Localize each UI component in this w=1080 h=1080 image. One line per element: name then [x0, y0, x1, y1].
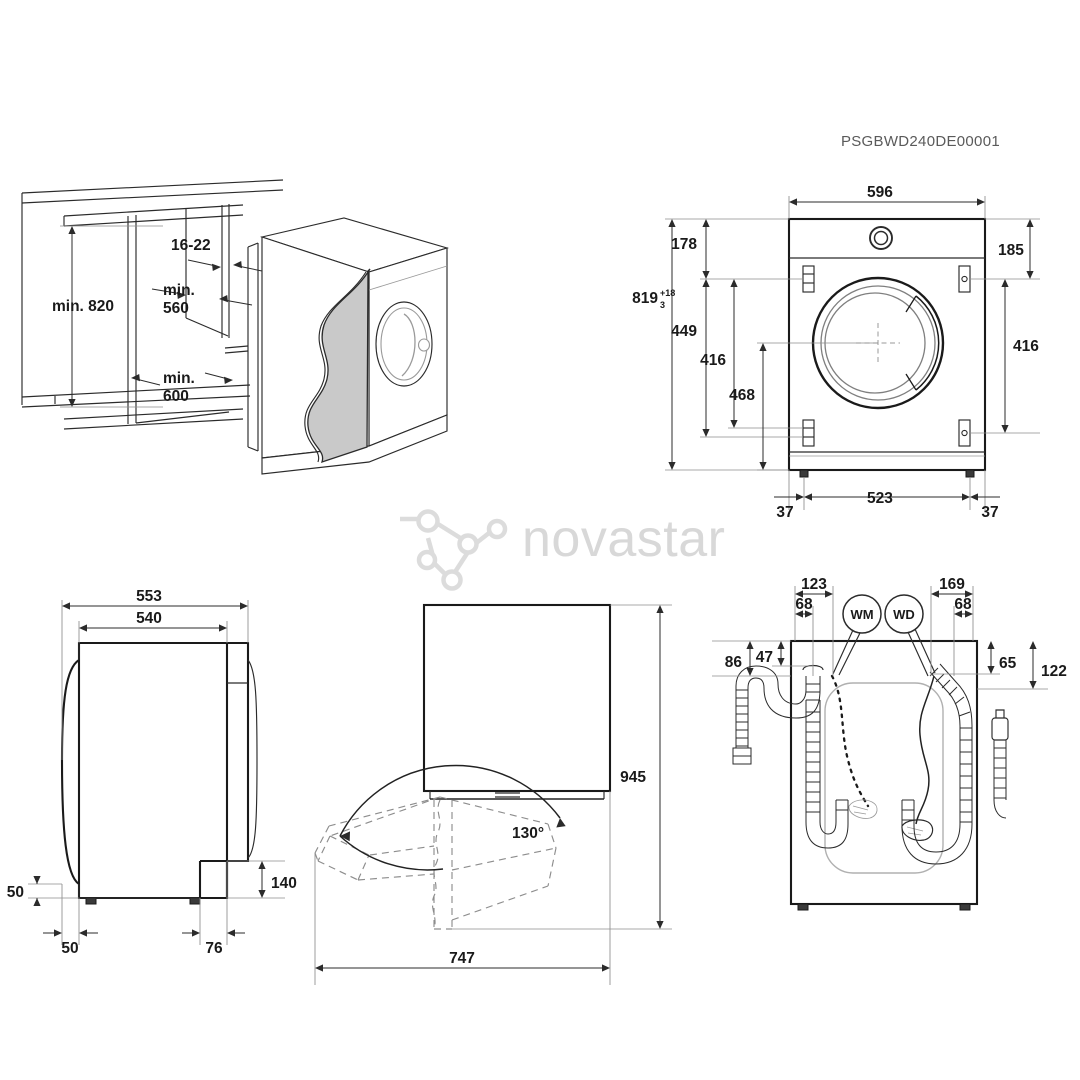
watermark: novastar	[400, 509, 725, 591]
dim-front-416-left: 416	[700, 352, 726, 369]
view-door-swing: 130° 945 747	[314, 603, 672, 985]
dim-niche-width-line2: 600	[163, 388, 189, 405]
dim-side-50-horizontal: 50	[61, 940, 78, 957]
dim-front-height-tol-plus: +18	[660, 288, 675, 298]
dim-rear-68-left: 68	[795, 596, 813, 613]
document-code: PSGBWD240DE00001	[841, 133, 1000, 150]
dim-front-178: 178	[671, 236, 697, 253]
view-side: 553 540 50 50 76	[7, 588, 297, 957]
dim-door-angle: 130°	[512, 825, 544, 842]
dim-front-foot-left: 37	[776, 504, 793, 521]
dim-front-height-tol-minus: 3	[660, 300, 665, 310]
dim-rear-65: 65	[999, 655, 1017, 672]
dim-front-468: 468	[729, 387, 755, 404]
callout-wd: WD	[884, 594, 936, 677]
inlet-hose	[901, 663, 973, 865]
dim-rear-123: 123	[801, 576, 827, 593]
drain-hose	[732, 664, 849, 849]
dim-rear-122: 122	[1041, 663, 1067, 680]
door-open-outline	[314, 796, 557, 930]
dim-side-76: 76	[205, 940, 223, 957]
dim-side-540: 540	[136, 610, 162, 627]
dim-door-width: 747	[449, 950, 475, 967]
dim-front-foot-right: 37	[981, 504, 998, 521]
dim-side-140: 140	[271, 875, 297, 892]
mounting-bracket-top-left	[802, 265, 815, 293]
mounting-bracket-bottom-right	[958, 419, 971, 447]
dim-front-416-right: 416	[1013, 338, 1039, 355]
dim-niche-height: min. 820	[52, 298, 114, 315]
dim-front-449: 449	[671, 323, 697, 340]
dim-panel-thickness: 16-22	[171, 237, 211, 254]
view-rear-connections: WM WD	[712, 576, 1067, 911]
dim-niche-depth-line2: 560	[163, 300, 189, 317]
callout-wm: WM	[832, 594, 882, 676]
dim-side-553: 553	[136, 588, 162, 605]
callout-wm-label: WM	[850, 607, 873, 622]
wm-connector-icon	[848, 799, 878, 819]
dim-niche-depth-line1: min.	[163, 282, 195, 299]
view-installation-niche: min. 820 min. 560 min. 600 16-22	[21, 179, 450, 475]
mounting-bracket-top-right	[958, 265, 971, 293]
dim-rear-169: 169	[939, 576, 965, 593]
dim-front-185: 185	[998, 242, 1024, 259]
dim-front-foot-span: 523	[867, 490, 893, 507]
dim-rear-47: 47	[756, 649, 773, 666]
dim-front-height: 819	[632, 290, 658, 307]
dim-rear-68-right: 68	[954, 596, 972, 613]
callout-wd-label: WD	[893, 607, 915, 622]
power-cord-plug-icon	[991, 709, 1009, 819]
novastar-logo-icon	[400, 509, 508, 591]
dim-niche-width-line1: min.	[163, 370, 195, 387]
watermark-text: novastar	[522, 510, 725, 568]
dim-rear-86: 86	[725, 654, 743, 671]
dim-front-width: 596	[867, 184, 893, 201]
mounting-bracket-bottom-left	[802, 419, 815, 447]
dim-door-depth: 945	[620, 769, 646, 786]
view-front: 596 819 +18 3 178 185 449 416	[632, 184, 1040, 521]
dim-side-50-vertical: 50	[7, 884, 24, 901]
